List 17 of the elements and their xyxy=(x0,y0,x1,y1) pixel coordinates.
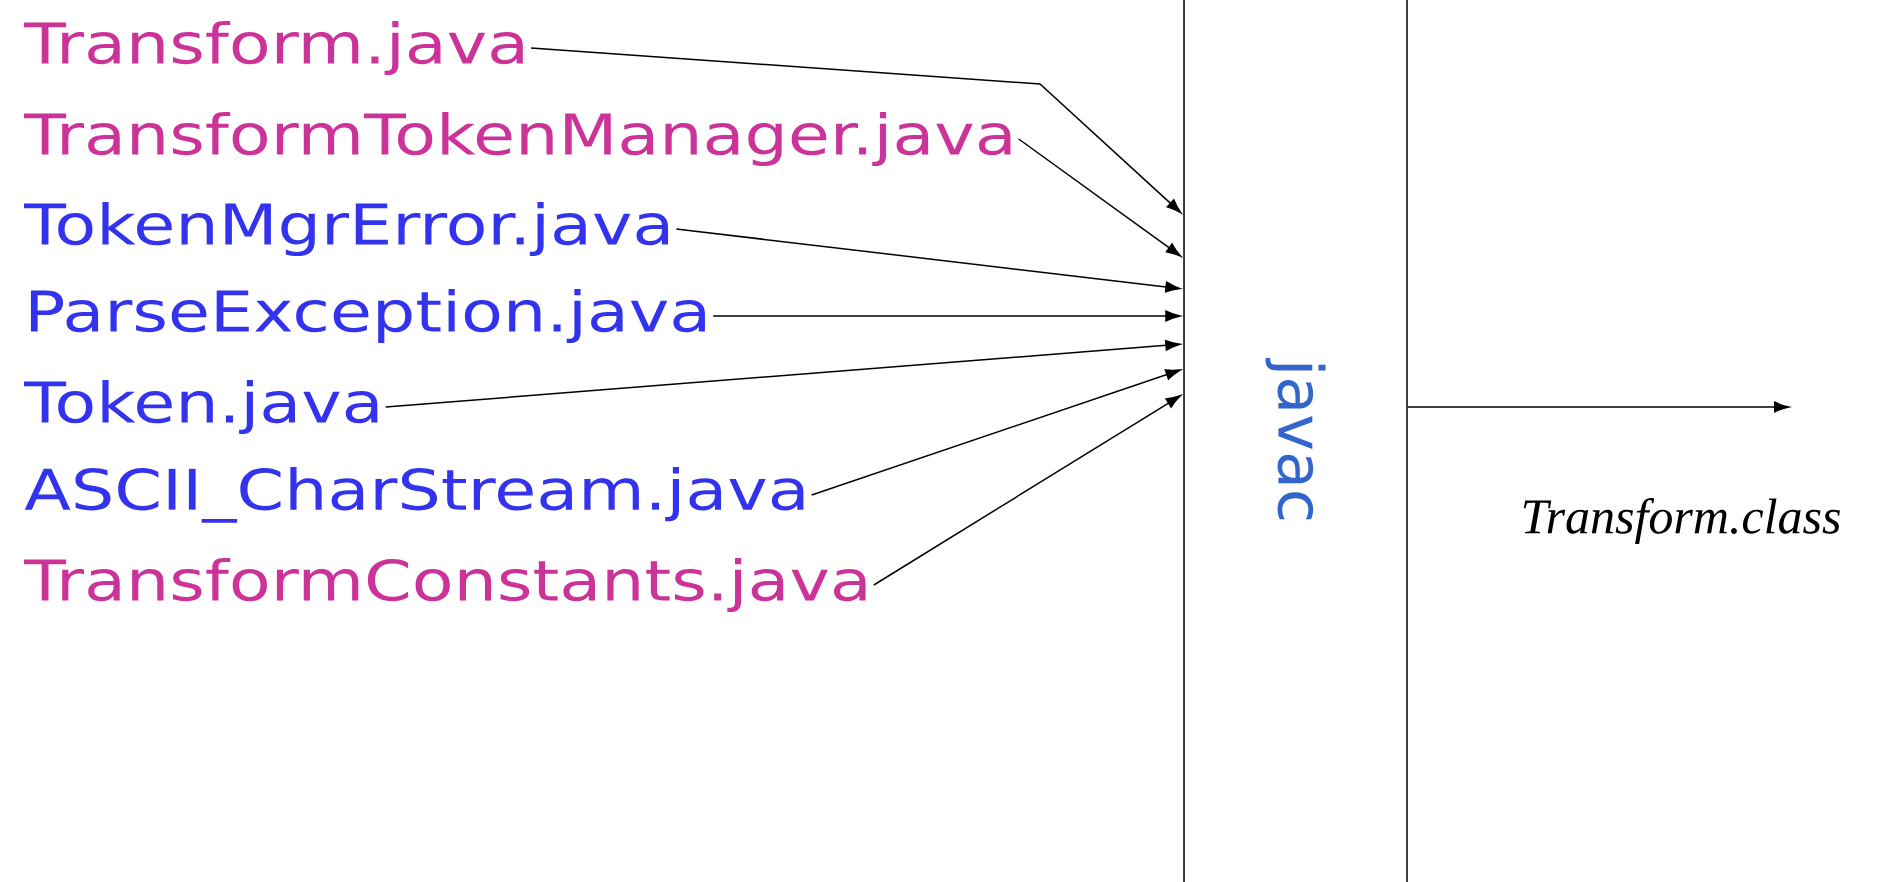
arrow xyxy=(675,228,1181,293)
file-name: TransformTokenManager.java xyxy=(24,111,1011,167)
file-name: Transform.java xyxy=(24,20,523,76)
file-name: ASCII_CharStream.java xyxy=(24,467,804,523)
file-name: ParseException.java xyxy=(30,288,705,344)
arrow xyxy=(1017,138,1182,257)
file-name: TokenMgrError.java xyxy=(24,201,669,257)
arrow xyxy=(712,310,1181,322)
file-name: Token.java xyxy=(24,379,378,435)
arrow xyxy=(810,369,1181,496)
arrow xyxy=(530,47,1182,214)
file-name: TransformConstants.java xyxy=(24,557,866,613)
arrow xyxy=(1407,401,1790,413)
arrow xyxy=(384,339,1181,408)
arrow xyxy=(873,395,1182,586)
compiler-band: javac xyxy=(1183,0,1408,882)
edge-label: Transform.class xyxy=(1523,498,1840,544)
